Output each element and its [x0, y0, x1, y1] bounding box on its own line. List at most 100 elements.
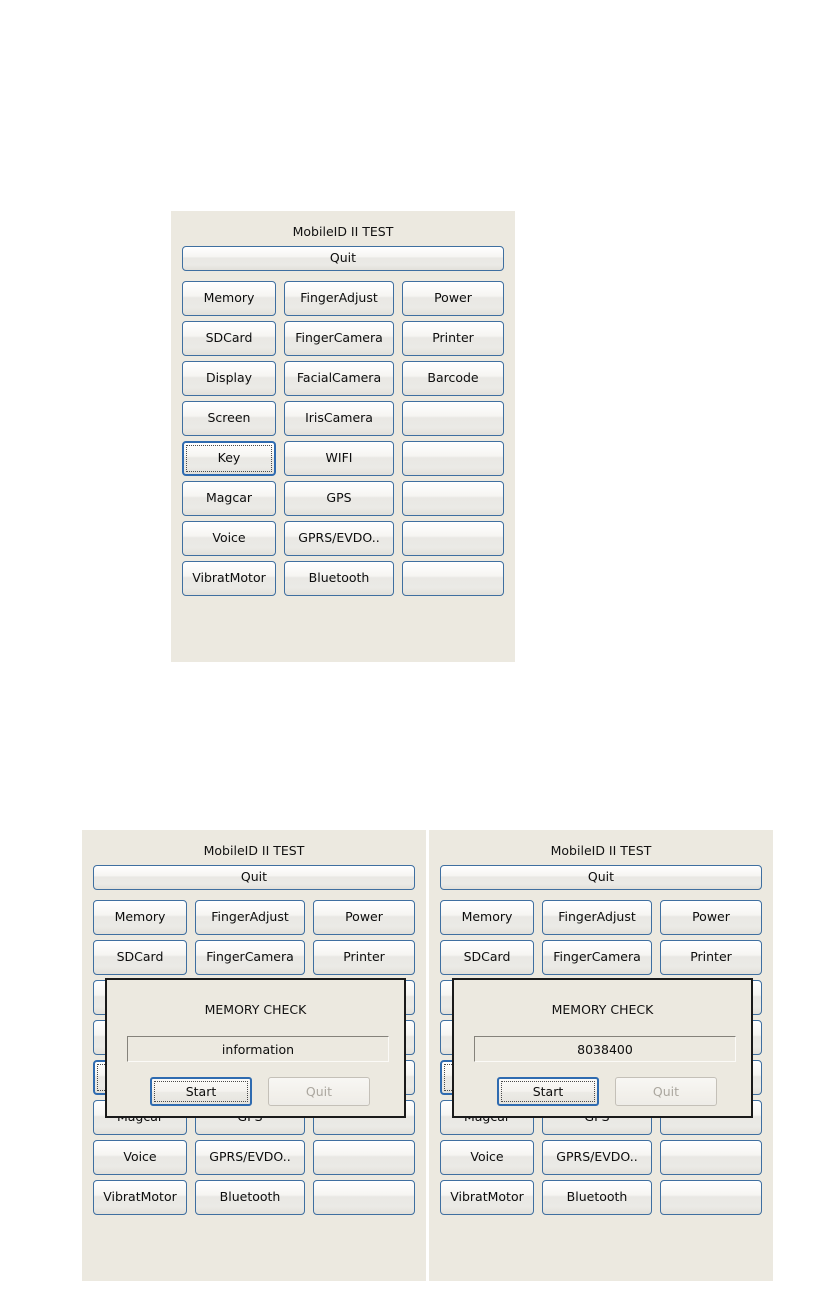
button-printer[interactable]: Printer [402, 321, 504, 356]
button-memory[interactable]: Memory [93, 900, 187, 935]
button-label: Screen [207, 410, 251, 426]
button-label: SDCard [205, 330, 253, 346]
dialog-quit-button: Quit [615, 1077, 717, 1106]
page-title: MobileID II TEST [550, 843, 652, 858]
button-label: FingerAdjust [211, 909, 289, 925]
dialog-title: MEMORY CHECK [551, 1002, 654, 1017]
button-label: Printer [343, 949, 385, 965]
button-gprs-evdo[interactable]: GPRS/EVDO.. [195, 1140, 305, 1175]
button-sdcard[interactable]: SDCard [182, 321, 276, 356]
button-label: GPRS/EVDO.. [556, 1149, 638, 1165]
button-power[interactable]: Power [313, 900, 415, 935]
quit-button-label: Quit [329, 250, 357, 266]
button-iriscamera[interactable]: IrisCamera [284, 401, 394, 436]
button-c3-r8-empty [402, 561, 504, 596]
button-label: WIFI [325, 450, 353, 466]
button-label: Bluetooth [308, 570, 370, 586]
button-label: SDCard [463, 949, 511, 965]
button-printer[interactable]: Printer [313, 940, 415, 975]
button-label: FacialCamera [296, 370, 382, 386]
dialog-start-label: Start [185, 1084, 217, 1099]
button-display[interactable]: Display [182, 361, 276, 396]
dialog-title: MEMORY CHECK [204, 1002, 307, 1017]
button-label: Key [217, 450, 241, 466]
button-memory[interactable]: Memory [440, 900, 534, 935]
button-bluetooth[interactable]: Bluetooth [195, 1180, 305, 1215]
button-voice[interactable]: Voice [93, 1140, 187, 1175]
button-label: SDCard [116, 949, 164, 965]
button-c3-r7-empty [660, 1140, 762, 1175]
quit-button[interactable]: Quit [182, 246, 504, 271]
button-printer[interactable]: Printer [660, 940, 762, 975]
button-power[interactable]: Power [402, 281, 504, 316]
button-label: VibratMotor [450, 1189, 524, 1205]
button-c3-r7-empty [402, 521, 504, 556]
button-facialcamera[interactable]: FacialCamera [284, 361, 394, 396]
button-fingercamera[interactable]: FingerCamera [284, 321, 394, 356]
button-label: FingerCamera [206, 949, 294, 965]
button-key[interactable]: Key [182, 441, 276, 476]
button-c3-r8-empty [313, 1180, 415, 1215]
button-barcode[interactable]: Barcode [402, 361, 504, 396]
button-label: Bluetooth [566, 1189, 628, 1205]
button-fingeradjust[interactable]: FingerAdjust [542, 900, 652, 935]
dialog-quit-label: Quit [652, 1084, 680, 1099]
quit-button[interactable]: Quit [440, 865, 762, 890]
quit-button-label: Quit [587, 869, 615, 885]
button-label: FingerCamera [295, 330, 383, 346]
button-label: Power [692, 909, 730, 925]
button-bluetooth[interactable]: Bluetooth [542, 1180, 652, 1215]
page-title: MobileID II TEST [292, 224, 394, 239]
button-label: GPRS/EVDO.. [209, 1149, 291, 1165]
button-gprs-evdo[interactable]: GPRS/EVDO.. [284, 521, 394, 556]
dialog-quit-button: Quit [268, 1077, 370, 1106]
button-label: Display [205, 370, 253, 386]
button-label: Power [434, 290, 472, 306]
button-label: FingerAdjust [300, 290, 378, 306]
button-label: Printer [432, 330, 474, 346]
button-vibratmotor[interactable]: VibratMotor [440, 1180, 534, 1215]
button-fingeradjust[interactable]: FingerAdjust [284, 281, 394, 316]
button-label: GPS [326, 490, 352, 506]
button-label: Barcode [427, 370, 479, 386]
quit-button[interactable]: Quit [93, 865, 415, 890]
dialog-start-button[interactable]: Start [497, 1077, 599, 1106]
button-c3-r7-empty [313, 1140, 415, 1175]
button-label: Memory [114, 909, 166, 925]
button-fingeradjust[interactable]: FingerAdjust [195, 900, 305, 935]
button-wifi[interactable]: WIFI [284, 441, 394, 476]
button-vibratmotor[interactable]: VibratMotor [93, 1180, 187, 1215]
button-memory[interactable]: Memory [182, 281, 276, 316]
button-bluetooth[interactable]: Bluetooth [284, 561, 394, 596]
button-c3-r6-empty [402, 481, 504, 516]
button-label: FingerCamera [553, 949, 641, 965]
button-c3-r4-empty [402, 401, 504, 436]
button-c3-r8-empty [660, 1180, 762, 1215]
button-sdcard[interactable]: SDCard [440, 940, 534, 975]
button-label: Voice [470, 1149, 504, 1165]
dialog-start-label: Start [532, 1084, 564, 1099]
button-fingercamera[interactable]: FingerCamera [542, 940, 652, 975]
button-power[interactable]: Power [660, 900, 762, 935]
button-gprs-evdo[interactable]: GPRS/EVDO.. [542, 1140, 652, 1175]
dialog-result-field: 8038400 [474, 1036, 736, 1062]
button-fingercamera[interactable]: FingerCamera [195, 940, 305, 975]
button-label: FingerAdjust [558, 909, 636, 925]
dialog-quit-label: Quit [305, 1084, 333, 1099]
button-magcar[interactable]: Magcar [182, 481, 276, 516]
button-label: Magcar [205, 490, 253, 506]
button-sdcard[interactable]: SDCard [93, 940, 187, 975]
button-gps[interactable]: GPS [284, 481, 394, 516]
button-screen[interactable]: Screen [182, 401, 276, 436]
button-vibratmotor[interactable]: VibratMotor [182, 561, 276, 596]
memory-check-dialog-before: MEMORY CHECK information Start Quit [105, 978, 406, 1118]
dialog-start-button[interactable]: Start [150, 1077, 252, 1106]
button-label: Memory [461, 909, 513, 925]
page-title: MobileID II TEST [203, 843, 305, 858]
button-voice[interactable]: Voice [182, 521, 276, 556]
quit-button-label: Quit [240, 869, 268, 885]
button-voice[interactable]: Voice [440, 1140, 534, 1175]
button-label: Bluetooth [219, 1189, 281, 1205]
